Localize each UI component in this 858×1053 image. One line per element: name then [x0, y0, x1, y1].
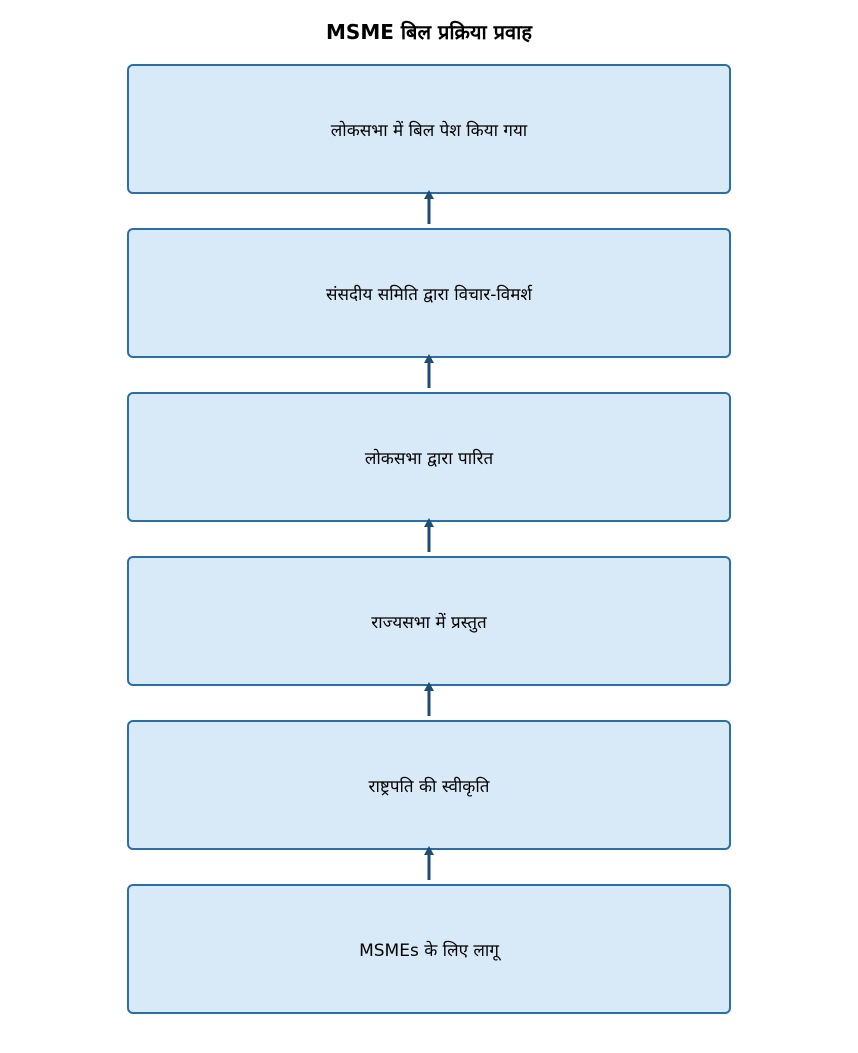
- step-label-6: MSMEs के लिए लागू: [359, 940, 499, 961]
- diagram-title: MSME बिल प्रक्रिया प्रवाह: [326, 20, 532, 44]
- step-label-1: लोकसभा में बिल पेश किया गया: [330, 120, 528, 141]
- step-label-3: लोकसभा द्वारा पारित: [364, 448, 494, 469]
- up-arrow-icon: [424, 190, 434, 224]
- step-label-2: संसदीय समिति द्वारा विचार-विमर्श: [326, 284, 532, 305]
- up-arrow-icon: [424, 682, 434, 716]
- up-arrow-icon: [424, 846, 434, 880]
- step-box-2: संसदीय समिति द्वारा विचार-विमर्श: [127, 228, 731, 358]
- step-box-1: लोकसभा में बिल पेश किया गया: [127, 64, 731, 194]
- up-arrow-icon: [424, 354, 434, 388]
- arrow-2-to-1: [127, 190, 731, 226]
- step-label-5: राष्ट्रपति की स्वीकृति: [368, 776, 490, 797]
- up-arrow-icon: [424, 518, 434, 552]
- step-box-6: MSMEs के लिए लागू: [127, 884, 731, 1014]
- arrow-5-to-4: [127, 682, 731, 718]
- arrow-3-to-2: [127, 354, 731, 390]
- step-box-3: लोकसभा द्वारा पारित: [127, 392, 731, 522]
- step-label-4: राज्यसभा में प्रस्तुत: [371, 612, 487, 633]
- arrow-6-to-5: [127, 846, 731, 882]
- step-box-5: राष्ट्रपति की स्वीकृति: [127, 720, 731, 850]
- arrow-4-to-3: [127, 518, 731, 554]
- step-box-4: राज्यसभा में प्रस्तुत: [127, 556, 731, 686]
